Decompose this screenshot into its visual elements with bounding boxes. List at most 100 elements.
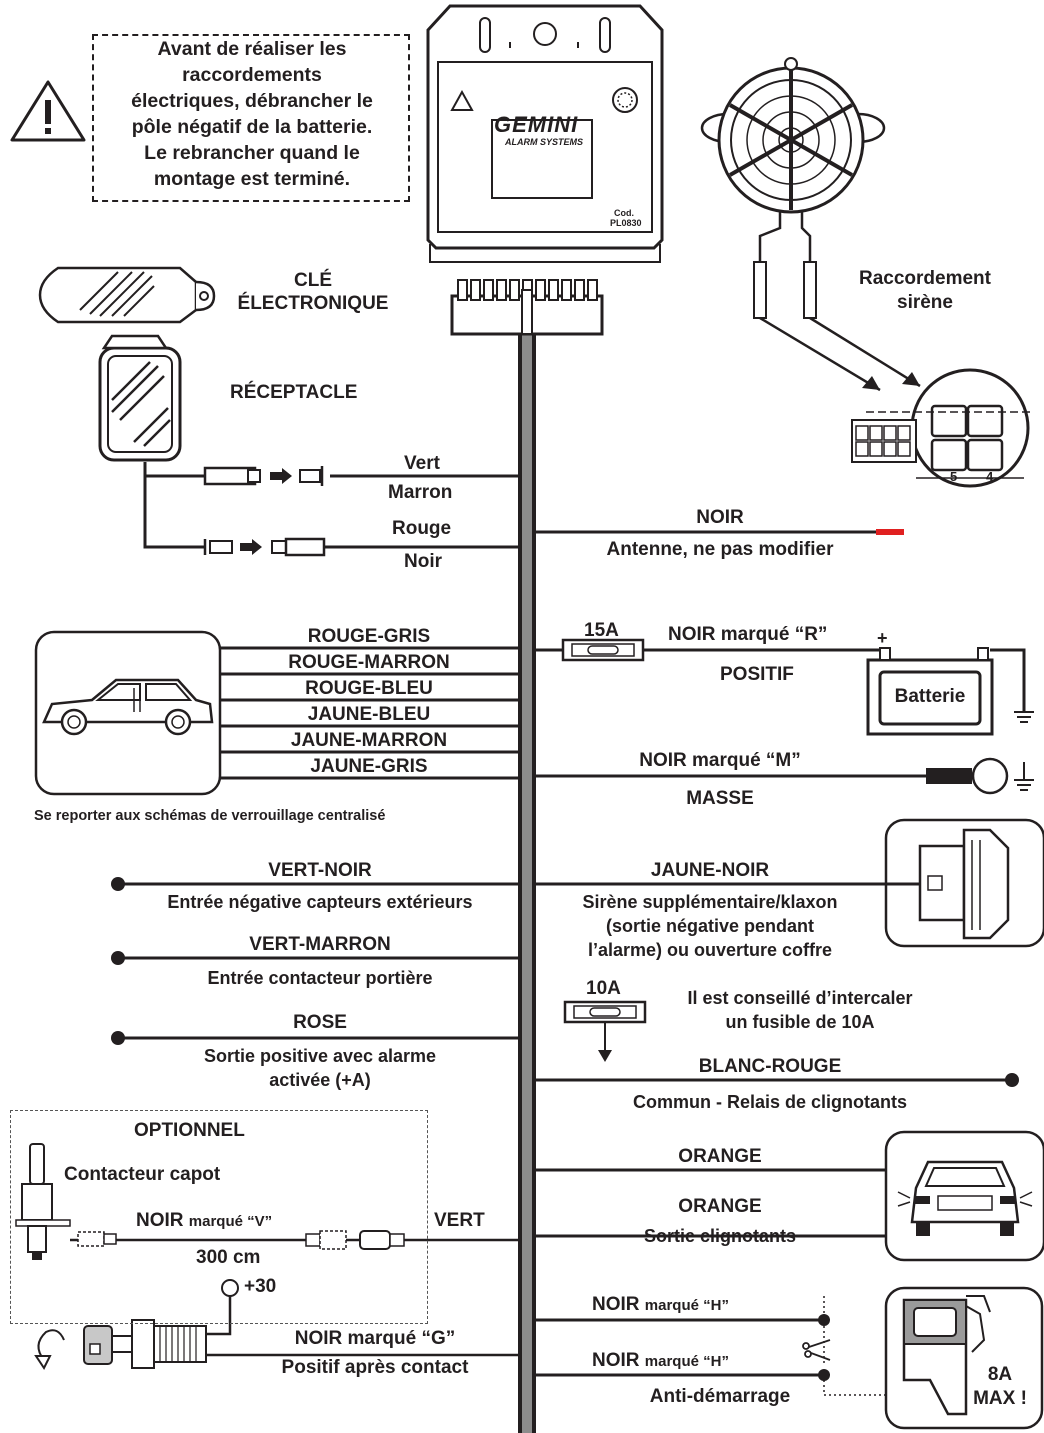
warning-line: raccordements	[182, 64, 322, 86]
battery-plus: +	[877, 628, 888, 648]
ground-desc: MASSE	[686, 788, 754, 809]
siren-supp-desc-3: l’alarme) ou ouverture coffre	[587, 940, 833, 960]
hood-wire-suffix: marqué “V”	[188, 1213, 273, 1230]
antenna-wire-label: NOIR	[696, 507, 744, 528]
receptacle-title: RÉCEPTACLE	[230, 382, 358, 403]
fuse-15a-icon	[561, 638, 645, 662]
vert-noir-desc: Entrée négative capteurs extérieurs	[167, 892, 473, 912]
lock-wire-label: ROUGE-GRIS	[307, 626, 431, 647]
immo-wire-2-prefix: NOIR	[592, 1350, 640, 1371]
warning-text: Avant de réaliser les raccordements élec…	[96, 36, 408, 192]
car-front-icon	[884, 1130, 1044, 1262]
ignition-switch-icon	[34, 1319, 207, 1370]
orange-2-label: ORANGE	[678, 1196, 762, 1217]
blinker-common-label: BLANC-ROUGE	[698, 1056, 842, 1077]
hood-contactor-icon	[15, 1143, 71, 1260]
fuse-10a-label: 10A	[586, 978, 621, 999]
wire-marron-label: Marron	[388, 482, 453, 503]
warning-line: Avant de réaliser les	[157, 38, 347, 60]
fuel-pump-icon	[884, 1286, 1044, 1430]
ground-wire-label: NOIR marqué “M”	[639, 750, 801, 771]
lock-wire-label: JAUNE-BLEU	[307, 704, 431, 725]
hood-wire-prefix: NOIR	[136, 1210, 184, 1231]
ignition-desc: Positif après contact	[281, 1357, 469, 1378]
receptacle-connectors	[203, 466, 326, 557]
klaxon-icon	[884, 818, 1044, 948]
lock-wires	[220, 646, 518, 780]
vert-marron-label: VERT-MARRON	[249, 934, 391, 955]
siren-arrow-a	[862, 376, 880, 390]
electronic-key-icon	[38, 266, 216, 324]
immo-wire-2-label: NOIR marqué “H”	[592, 1350, 729, 1372]
hood-wire-length: 300 cm	[196, 1247, 261, 1268]
rose-desc-2: activée (+A)	[269, 1070, 371, 1090]
positive-wire-label: NOIR marqué “R”	[668, 624, 828, 645]
battery-icon	[866, 647, 994, 736]
warning-line: électriques, débrancher le	[131, 90, 373, 112]
warning-line: pôle négatif de la batterie.	[131, 116, 373, 138]
warning-line: montage est terminé.	[153, 168, 351, 190]
siren-supp-desc-1: Sirène supplémentaire/klaxon	[582, 892, 838, 912]
fuse-10a-note-1: Il est conseillé d’intercaler	[687, 988, 913, 1008]
key-title-2: ÉLECTRONIQUE	[237, 293, 389, 314]
main-harness	[518, 320, 536, 1433]
immo-wire-1-prefix: NOIR	[592, 1294, 640, 1315]
positive-wire	[536, 648, 1026, 712]
ignition-wires	[206, 1296, 518, 1357]
immo-limit-1: 8A	[987, 1364, 1013, 1385]
plus30-terminal	[221, 1279, 239, 1297]
immo-wire-1-suffix: marqué “H”	[644, 1297, 729, 1314]
input-wire-terminals	[111, 877, 125, 1045]
lock-wire-label: ROUGE-MARRON	[288, 652, 450, 673]
lock-wire-label: JAUNE-MARRON	[290, 730, 448, 751]
optional-title: OPTIONNEL	[134, 1120, 245, 1141]
siren-supp-label: JAUNE-NOIR	[650, 860, 770, 881]
rose-desc-1: Sortie positive avec alarme	[203, 1046, 437, 1066]
siren-pin-a: 5	[950, 469, 958, 484]
immo-wire-1-label: NOIR marqué “H”	[592, 1294, 729, 1316]
fuse-10a-icon	[563, 1000, 647, 1062]
receptacle-wires	[143, 462, 518, 549]
wire-vert-label: Vert	[404, 453, 440, 474]
antenna-wire	[536, 529, 904, 535]
receptacle-icon	[98, 334, 182, 462]
car-side-icon	[34, 630, 222, 796]
antenna-desc: Antenne, ne pas modifier	[606, 539, 834, 560]
warning-line: Le rebrancher quand le	[144, 142, 360, 164]
vert-marron-desc: Entrée contacteur portière	[207, 968, 433, 988]
wire-noir-label: Noir	[404, 551, 442, 572]
wire-rouge-label: Rouge	[392, 518, 452, 539]
hood-wire-label: NOIR marqué “V”	[136, 1210, 272, 1232]
hood-wire	[70, 1230, 518, 1250]
ignition-wire-label: NOIR marqué “G”	[294, 1328, 456, 1349]
siren-title-2: sirène	[897, 292, 953, 313]
siren-pin-b: 4	[986, 469, 994, 484]
control-unit-code-label: Cod.	[614, 208, 634, 218]
immo-limit-2: MAX !	[973, 1388, 1027, 1409]
plus30-label: +30	[244, 1276, 277, 1297]
rose-label: ROSE	[293, 1012, 347, 1033]
orange-wires	[536, 1168, 886, 1238]
lock-wire-label: ROUGE-BLEU	[305, 678, 433, 699]
main-connector	[450, 279, 604, 336]
warning-triangle-icon	[10, 80, 86, 142]
fuse-10a-note-2: un fusible de 10A	[725, 1012, 875, 1032]
immobilizer-terminal-b	[818, 1369, 830, 1381]
ground-wire	[536, 757, 1034, 795]
blinker-common-desc: Commun - Relais de clignotants	[632, 1092, 908, 1112]
siren-title-1: Raccordement	[859, 268, 991, 289]
hood-vert-label: VERT	[434, 1210, 485, 1231]
blinker-common-terminal	[1005, 1073, 1019, 1087]
control-unit-brand: GEMINI	[494, 112, 579, 137]
input-wires	[118, 882, 518, 1040]
fuse-15a-label: 15A	[584, 620, 619, 641]
orange-desc: Sortie clignotants	[643, 1226, 796, 1246]
optional-box	[10, 1110, 428, 1324]
battery-label: Batterie	[894, 686, 966, 707]
vert-noir-label: VERT-NOIR	[268, 860, 372, 881]
control-unit-subtitle: ALARM SYSTEMS	[505, 137, 584, 147]
warning-box	[92, 34, 410, 202]
immobilizer-wires	[536, 1296, 894, 1396]
lock-wire-label: JAUNE-GRIS	[310, 756, 428, 777]
